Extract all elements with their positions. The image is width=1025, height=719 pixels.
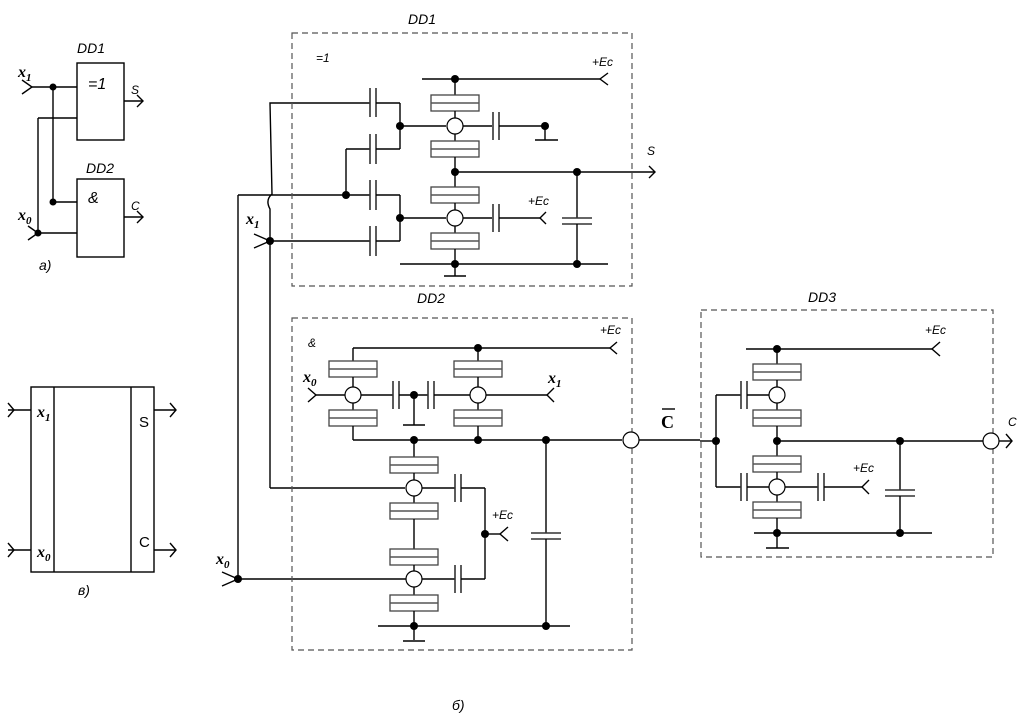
output-c-label: C — [131, 199, 140, 213]
dd1-symbol: =1 — [316, 51, 330, 65]
input-x0-label: x0 — [17, 207, 32, 227]
output-s-label: S — [139, 414, 149, 431]
inverting-output-icon — [622, 431, 640, 449]
dd2-supply2-icon — [498, 526, 509, 542]
dd2-supply-icon — [608, 341, 618, 355]
transistor-gate — [405, 479, 423, 497]
dd1-label: DD1 — [408, 11, 436, 27]
gate-dd2-label: DD2 — [86, 160, 114, 176]
dd2-supply-label: +Ec — [600, 323, 621, 337]
dd1-supply2-icon — [539, 211, 547, 225]
input-x1-label: x1 — [17, 64, 32, 84]
and-gate-dd2 — [76, 178, 125, 258]
external-inputs: x1 x0 — [215, 102, 405, 587]
input-x0-label: x0 — [36, 544, 51, 564]
transistor-gate — [469, 386, 487, 404]
output-s-label: S — [131, 83, 139, 97]
dd2-x0-arrow-icon — [307, 387, 318, 403]
dd2-x0-label: x0 — [302, 369, 317, 389]
output-c-arrow-icon — [1005, 433, 1013, 449]
dd3-supply2-icon — [861, 479, 870, 495]
dd2-x1-label: x1 — [547, 370, 562, 390]
dd1-supply-icon — [598, 72, 609, 86]
output-s-arrow-icon — [648, 165, 656, 179]
dd1-output-label: S — [647, 144, 655, 158]
figure-v-block-symbol: x1 x0 S C в) — [7, 386, 177, 598]
input-x1-label: x1 — [36, 404, 51, 424]
input-x1-arrow-icon — [7, 402, 15, 418]
figure-a-logic-gates: DD1 =1 DD2 & x1 x0 S C а) — [17, 40, 144, 273]
dd1-xor-block: DD1 =1 +Ec — [291, 11, 656, 287]
inverting-output-icon — [982, 432, 1000, 450]
figure-v-caption: в) — [78, 582, 90, 598]
ext-x0-label: x0 — [215, 551, 230, 571]
output-s-arrow-icon — [136, 94, 144, 108]
ext-x1-label: x1 — [245, 211, 260, 231]
transistor-gate — [446, 209, 464, 227]
output-c-arrow-icon — [169, 542, 177, 558]
dd3-supply-icon — [930, 341, 941, 357]
figure-b-circuit: x1 x0 DD1 =1 — [215, 11, 1017, 713]
dd1-supply-label: +Ec — [592, 55, 613, 69]
dd3-supply2-label: +Ec — [853, 461, 874, 475]
dd3-label: DD3 — [808, 289, 836, 305]
c-bar-signal-label: C — [661, 412, 674, 432]
input-x0-arrow-icon — [7, 542, 15, 558]
output-s-arrow-icon — [169, 402, 177, 418]
dd3-boundary — [700, 309, 994, 558]
dd2-supply2-label: +Ec — [492, 508, 513, 522]
xor-gate-symbol: =1 — [88, 76, 106, 93]
transistor-gate — [768, 386, 786, 404]
dd2-boundary — [291, 317, 633, 651]
dd1-supply2-label: +Ec — [528, 194, 549, 208]
dd3-output-label: C — [1008, 415, 1017, 429]
dd3-inverter-block: DD3 +Ec — [700, 289, 1017, 558]
dd2-label: DD2 — [417, 290, 445, 306]
gate-dd1-label: DD1 — [77, 40, 105, 56]
dd3-supply-label: +Ec — [925, 323, 946, 337]
figure-a-caption: а) — [39, 257, 51, 273]
transistor-gate — [446, 117, 464, 135]
output-c-arrow-icon — [136, 210, 144, 224]
dd2-symbol: & — [308, 336, 316, 350]
dd1-boundary — [291, 32, 633, 287]
transistor-gate — [405, 570, 423, 588]
half-adder-block — [30, 386, 155, 573]
transistor-gate — [768, 478, 786, 496]
dd2-x1-arrow-icon — [546, 387, 555, 403]
output-c-label: C — [139, 534, 150, 551]
and-gate-symbol: & — [88, 190, 99, 207]
figure-b-caption: б) — [452, 697, 465, 713]
dd2-and-block: DD2 & +Ec x0 — [291, 290, 640, 651]
xor-gate-dd1 — [76, 62, 125, 141]
transistor-gate — [344, 386, 362, 404]
